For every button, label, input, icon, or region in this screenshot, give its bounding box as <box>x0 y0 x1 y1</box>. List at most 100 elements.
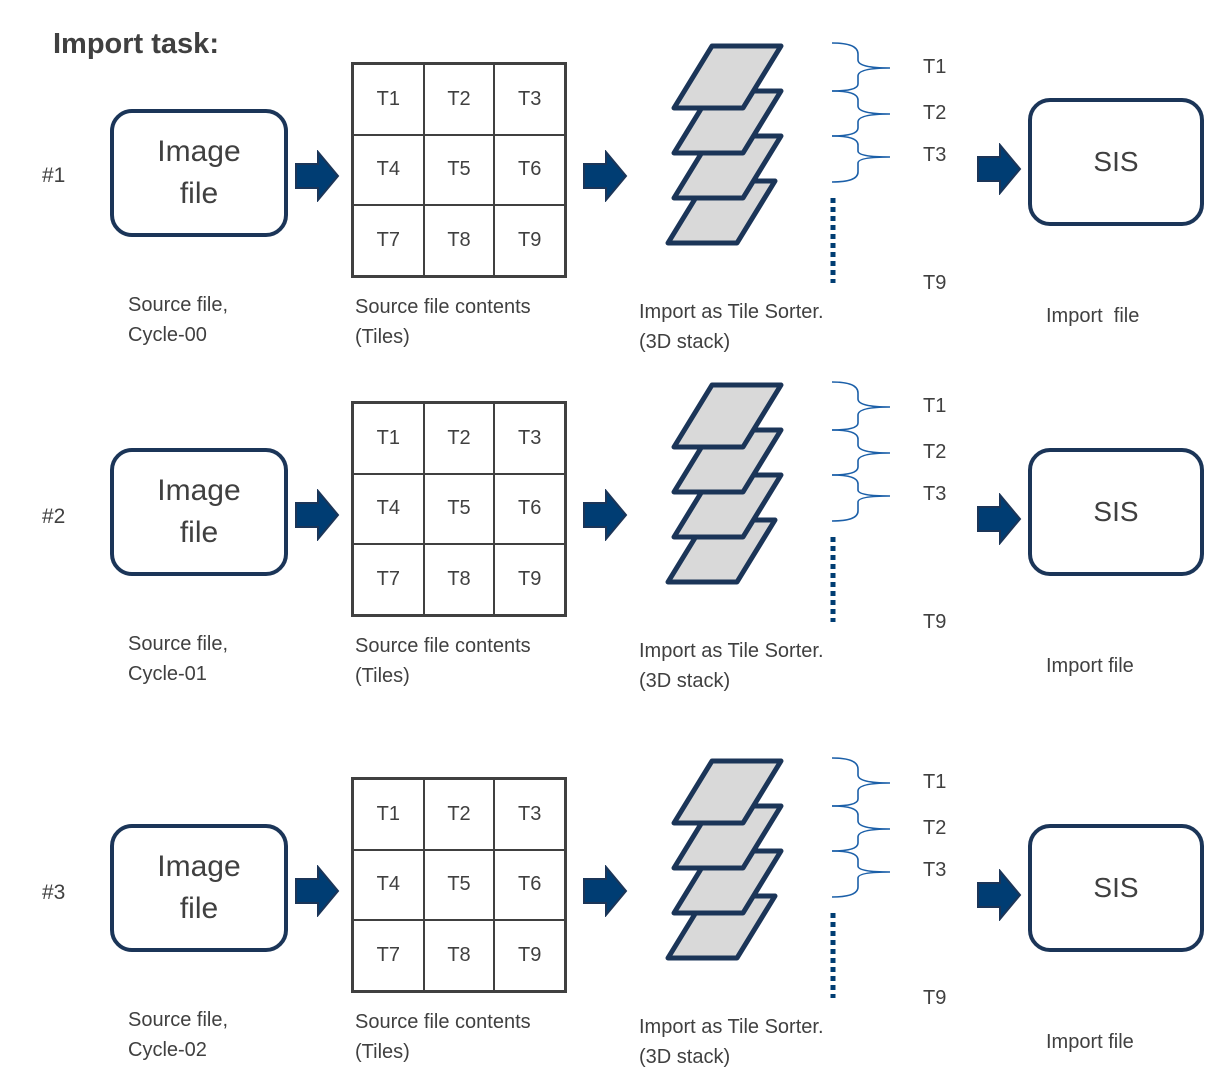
row-number: #1 <box>42 164 66 187</box>
tile-cell: T4 <box>353 134 424 206</box>
import-caption: Import as Tile Sorter. (3D stack) <box>639 636 824 696</box>
source-caption-line2: Cycle-01 <box>128 663 207 685</box>
tile-cell: T9 <box>494 544 565 615</box>
import-caption-line1: Import as Tile Sorter. <box>639 640 824 662</box>
tile-cell: T6 <box>494 134 565 206</box>
tile-cell: T8 <box>423 544 495 615</box>
import-caption: Import as Tile Sorter. (3D stack) <box>639 297 824 357</box>
tile-cell: T1 <box>353 403 424 474</box>
stack-label-t9: T9 <box>923 611 947 633</box>
tile-cell: T1 <box>353 779 424 850</box>
tile-cell: T2 <box>423 779 495 850</box>
import-caption-line2: (3D stack) <box>639 670 731 692</box>
import-row-3: #3 Image file T1 T2 T3 T4 T5 T6 T7 T8 T9… <box>0 715 1218 1068</box>
brace-icon <box>830 42 891 283</box>
tile-cell: T3 <box>494 403 565 474</box>
tile-cell: T6 <box>494 849 565 921</box>
contents-caption-line2: (Tiles) <box>355 665 410 687</box>
import-row-1: #1 Image file T1 T2 T3 T4 T5 T6 T7 T8 T9… <box>0 0 1218 353</box>
source-caption-line1: Source file, <box>128 1009 229 1031</box>
tile-stack-icon <box>665 382 784 585</box>
tile-cell: T5 <box>423 849 495 921</box>
stack-label-t9: T9 <box>923 272 947 294</box>
import-caption: Import as Tile Sorter. (3D stack) <box>639 1012 824 1072</box>
stack-label-t3: T3 <box>923 483 947 505</box>
stack-label-t1: T1 <box>923 56 947 78</box>
tile-cell: T7 <box>353 544 424 615</box>
tile-cell: T7 <box>353 205 424 276</box>
contents-caption: Source file contents (Tiles) <box>355 1007 531 1067</box>
row-number: #2 <box>42 505 66 528</box>
source-caption: Source file, Cycle-02 <box>128 1005 228 1065</box>
image-file-label-line1: Image <box>157 850 241 883</box>
image-file-label-line1: Image <box>157 135 241 168</box>
target-caption: Import file <box>1046 1031 1134 1053</box>
import-row-2: #2 Image file T1 T2 T3 T4 T5 T6 T7 T8 T9… <box>0 339 1218 692</box>
tile-cell: T4 <box>353 473 424 545</box>
tile-cell: T7 <box>353 920 424 991</box>
stack-label-t9: T9 <box>923 987 947 1009</box>
tile-stack-icon <box>665 43 784 246</box>
stack-label-t2: T2 <box>923 817 947 839</box>
source-caption-line1: Source file, <box>128 294 229 316</box>
sis-box: SIS <box>1028 824 1204 952</box>
source-caption: Source file, Cycle-00 <box>128 290 228 350</box>
stack-label-t2: T2 <box>923 102 947 124</box>
source-caption-line2: Cycle-02 <box>128 1039 207 1061</box>
tile-cell: T9 <box>494 205 565 276</box>
tile-cell: T1 <box>353 64 424 135</box>
contents-caption-line1: Source file contents <box>355 635 531 657</box>
tile-grid: T1 T2 T3 T4 T5 T6 T7 T8 T9 <box>351 62 567 278</box>
arrow-right-icon <box>295 865 340 917</box>
arrow-right-icon <box>583 865 628 917</box>
brace-icon <box>830 757 891 998</box>
diagram-title: Import task: <box>53 28 219 60</box>
contents-caption-line1: Source file contents <box>355 296 531 318</box>
stack-label-t1: T1 <box>923 771 947 793</box>
stack-label-t2: T2 <box>923 441 947 463</box>
sis-box: SIS <box>1028 448 1204 576</box>
tile-grid: T1 T2 T3 T4 T5 T6 T7 T8 T9 <box>351 401 567 617</box>
arrow-right-icon <box>583 150 628 202</box>
tile-cell: T8 <box>423 920 495 991</box>
stack-label-t3: T3 <box>923 144 947 166</box>
import-caption-line2: (3D stack) <box>639 331 731 353</box>
contents-caption-line2: (Tiles) <box>355 326 410 348</box>
image-file-label-line2: file <box>179 892 219 925</box>
contents-caption: Source file contents (Tiles) <box>355 292 531 352</box>
brace-icon <box>830 381 891 622</box>
tile-grid: T1 T2 T3 T4 T5 T6 T7 T8 T9 <box>351 777 567 993</box>
image-file-box: Image file <box>110 448 288 576</box>
tile-cell: T2 <box>423 64 495 135</box>
tile-cell: T8 <box>423 205 495 276</box>
tile-cell: T5 <box>423 134 495 206</box>
stack-label-t1: T1 <box>923 395 947 417</box>
target-caption: Import file <box>1046 655 1134 677</box>
image-file-box: Image file <box>110 824 288 952</box>
arrow-right-icon <box>977 143 1022 195</box>
contents-caption: Source file contents (Tiles) <box>355 631 531 691</box>
image-file-label-line2: file <box>179 177 219 210</box>
tile-cell: T3 <box>494 779 565 850</box>
arrow-right-icon <box>583 489 628 541</box>
import-caption-line1: Import as Tile Sorter. <box>639 1016 824 1038</box>
image-file-box: Image file <box>110 109 288 237</box>
image-file-label-line1: Image <box>157 474 241 507</box>
arrow-right-icon <box>295 489 340 541</box>
arrow-right-icon <box>977 869 1022 921</box>
tile-cell: T2 <box>423 403 495 474</box>
import-caption-line1: Import as Tile Sorter. <box>639 301 824 323</box>
source-caption-line2: Cycle-00 <box>128 324 207 346</box>
tile-cell: T6 <box>494 473 565 545</box>
tile-cell: T5 <box>423 473 495 545</box>
source-caption: Source file, Cycle-01 <box>128 629 228 689</box>
row-number: #3 <box>42 881 66 904</box>
contents-caption-line1: Source file contents <box>355 1011 531 1033</box>
tile-cell: T3 <box>494 64 565 135</box>
target-caption: Import file <box>1046 305 1140 327</box>
image-file-label-line2: file <box>179 516 219 549</box>
sis-box: SIS <box>1028 98 1204 226</box>
import-caption-line2: (3D stack) <box>639 1046 731 1068</box>
arrow-right-icon <box>977 493 1022 545</box>
arrow-right-icon <box>295 150 340 202</box>
